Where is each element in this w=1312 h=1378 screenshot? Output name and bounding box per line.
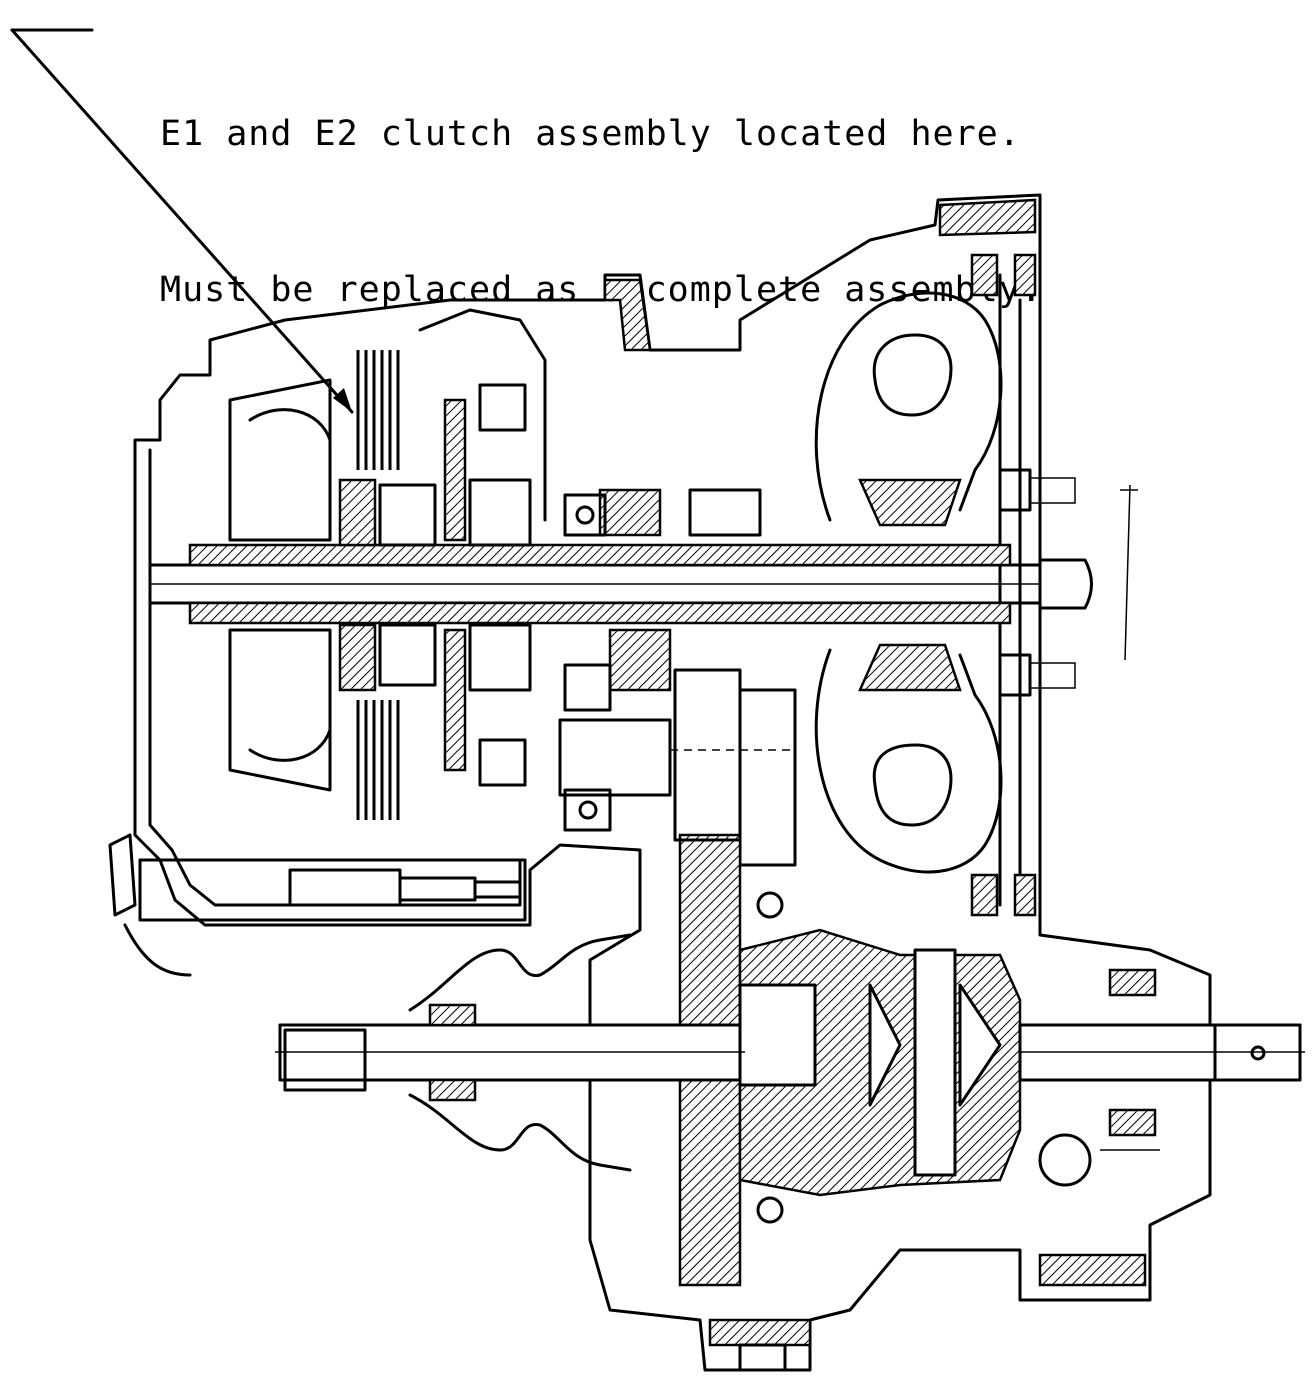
callout-line-1: E1 and E2 clutch assembly located here. (160, 114, 1021, 154)
oil-pump (563, 488, 762, 692)
callout-leader-arrow (10, 28, 354, 414)
differential (738, 891, 1092, 1224)
transmission-housing (133, 193, 1212, 1372)
clutch-pack-upper (228, 308, 547, 547)
output-shaft-left (275, 933, 745, 1172)
input-shaft (148, 543, 1093, 625)
valve-body (108, 833, 527, 977)
housing-bolt (708, 1318, 812, 1372)
torque-converter (814, 253, 1076, 917)
output-shaft-right (1018, 968, 1305, 1287)
clutch-pack-lower (228, 623, 532, 820)
centre-lines (670, 484, 1160, 1151)
